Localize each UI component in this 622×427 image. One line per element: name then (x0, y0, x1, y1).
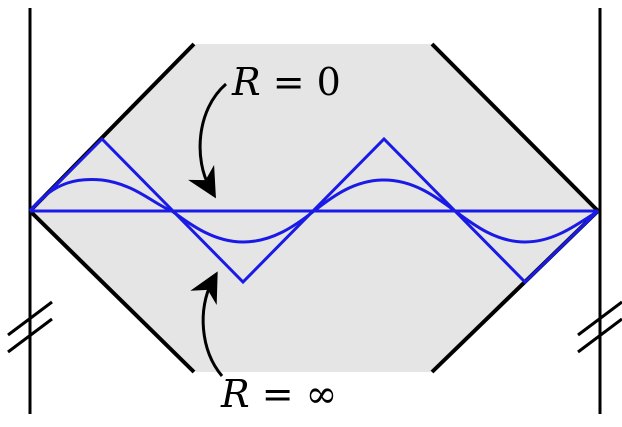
label-bottom-relation: = (249, 372, 306, 416)
lower-left-edge (28, 209, 196, 374)
label-r-equals-infinity: R = ∞ (221, 375, 337, 413)
label-bottom-value: ∞ (305, 372, 338, 416)
label-bottom-variable: R (221, 372, 250, 416)
arrow-bottom (190, 271, 224, 377)
label-top-variable: R (232, 60, 261, 104)
right-identification-marks (577, 300, 622, 354)
upper-right-edge (430, 42, 600, 213)
label-top-relation: = (260, 60, 317, 104)
label-r-equals-zero: R = 0 (232, 63, 341, 101)
arrow-top (188, 82, 227, 199)
left-identification-marks (7, 300, 53, 354)
label-top-value: 0 (316, 60, 341, 104)
